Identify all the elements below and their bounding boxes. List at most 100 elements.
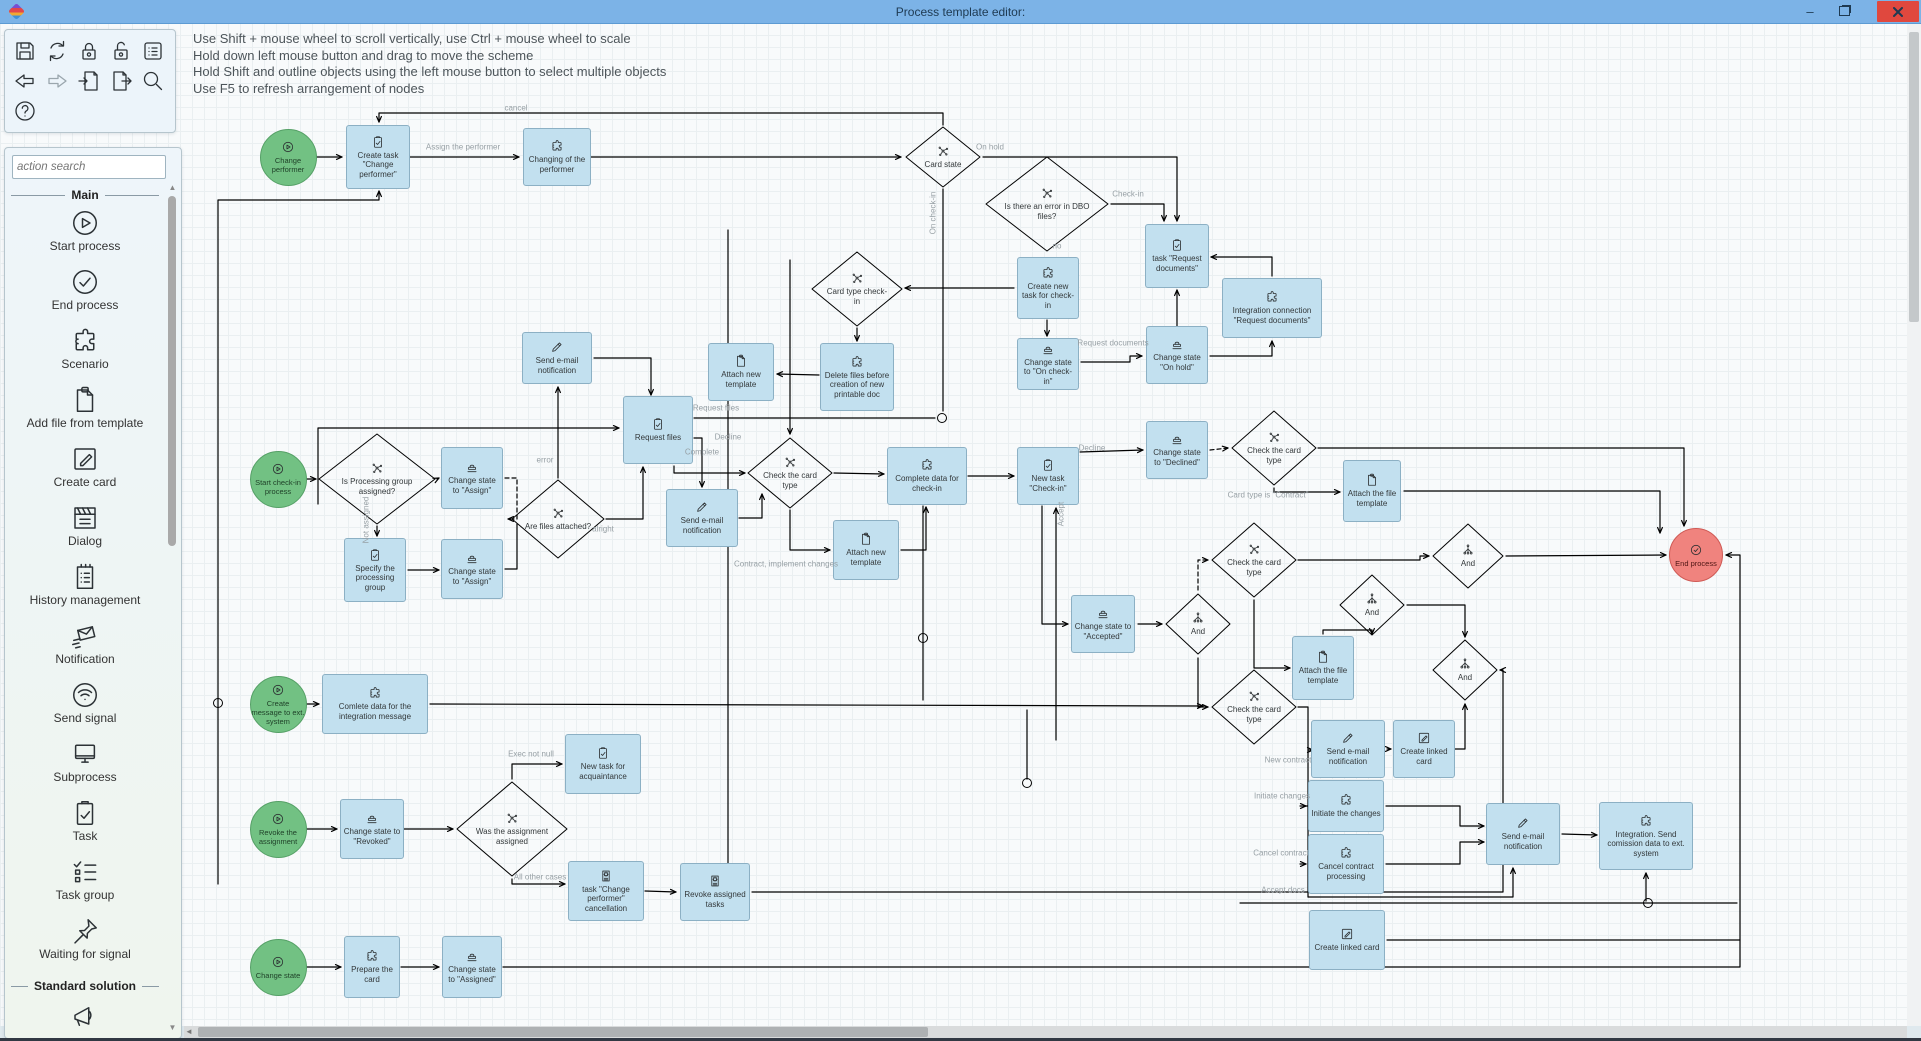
flow-node-n13[interactable]: task "Request documents"	[1145, 224, 1209, 288]
close-button[interactable]	[1877, 1, 1919, 22]
horizontal-scrollbar[interactable]: ◄	[184, 1026, 1907, 1038]
flow-node-n11[interactable]: Create new task for check-in	[1017, 257, 1079, 319]
flow-node-n23[interactable]: Cancel contract processing	[1308, 834, 1384, 894]
flow-node-d12[interactable]: Check the card type	[1211, 669, 1297, 745]
unlock-button[interactable]	[105, 36, 137, 66]
flow-node-n30[interactable]: task "Change performer" cancellation	[568, 861, 644, 921]
sidebar-item-task[interactable]: Task	[9, 798, 161, 857]
flow-node-n1[interactable]: Create task "Change performer"	[346, 125, 410, 189]
flow-node-n31[interactable]: Revoke assigned tasks	[680, 863, 750, 921]
sidebar-item-waiting-for-signal[interactable]: Waiting for signal	[9, 916, 161, 975]
flow-node-start-checkin[interactable]: Start check-in process	[249, 450, 307, 508]
flow-node-n17[interactable]: Attach the file template	[1343, 460, 1401, 522]
flow-node-n28[interactable]: New task for acquaintance	[565, 734, 641, 794]
horizontal-scroll-thumb[interactable]	[198, 1027, 928, 1037]
flow-node-n2[interactable]: Changing of the performer	[523, 128, 591, 186]
flow-node-d1[interactable]: Card state	[905, 126, 981, 188]
flow-node-n19[interactable]: Attach the file template	[1292, 636, 1354, 700]
sidebar-item-partial[interactable]	[9, 999, 161, 1038]
flow-node-n12[interactable]: Change state to "On check-in"	[1017, 338, 1079, 390]
flow-node-start-create-message[interactable]: Create message to ext. system	[249, 675, 307, 733]
action-search-input[interactable]	[13, 161, 177, 173]
flow-node-n33[interactable]: Change state to "Assigned"	[442, 936, 502, 998]
flow-node-n22[interactable]: Initiate the changes	[1308, 780, 1384, 832]
clip-file-icon	[1319, 651, 1327, 664]
flow-node-n25[interactable]: Integration. Send comission data to ext.…	[1599, 802, 1693, 870]
flow-node-n18[interactable]: Change state to "Accepted"	[1071, 595, 1135, 653]
flow-node-n14[interactable]: Integration connection "Request document…	[1222, 278, 1322, 338]
vertical-scrollbar[interactable]	[1907, 24, 1921, 1026]
flow-node-n26[interactable]: Create linked card	[1309, 910, 1385, 970]
flow-node-n20[interactable]: Send e-mail notification	[1311, 720, 1385, 778]
import-page-button[interactable]	[73, 66, 105, 96]
sidebar-section-header[interactable]: Main	[11, 188, 159, 202]
flow-node-n24[interactable]: Send e-mail notification	[1486, 803, 1560, 865]
flow-node-start-revoke[interactable]: Revoke the assignment	[249, 800, 307, 858]
puzzle-icon	[922, 459, 932, 470]
sidebar-item-notification[interactable]: Notification	[9, 621, 161, 680]
help-button[interactable]	[9, 96, 41, 126]
flow-node-n36[interactable]: Change state to "Assign"	[441, 447, 503, 509]
sidebar-item-create-card[interactable]: Create card	[9, 444, 161, 503]
action-search-box[interactable]	[12, 155, 177, 179]
flow-node-d3[interactable]: Card type check-in	[811, 251, 903, 327]
flow-node-n3[interactable]: Send e-mail notification	[522, 332, 592, 384]
flow-node-n7[interactable]: Send e-mail notification	[666, 489, 738, 547]
flow-node-d5[interactable]: Are files attached?	[511, 479, 605, 559]
flow-node-n15[interactable]: Change state "On hold"	[1146, 326, 1208, 384]
flow-node-d13[interactable]: And	[1432, 639, 1498, 701]
sidebar-item-subprocess[interactable]: Subprocess	[9, 739, 161, 798]
flow-node-d8[interactable]: Check the card type	[1211, 522, 1297, 598]
flow-node-d11[interactable]: And	[1339, 574, 1405, 636]
flow-node-n35[interactable]: Change state to "Assign"	[441, 539, 503, 599]
sidebar-section-header[interactable]: Standard solution	[11, 979, 159, 993]
flow-node-n21[interactable]: Create linked card	[1393, 720, 1455, 778]
sidebar-item-add-file-from-template[interactable]: Add file from template	[9, 385, 161, 444]
scroll-left-icon[interactable]: ◄	[185, 1027, 193, 1036]
sidebar-item-start-process[interactable]: Start process	[9, 208, 161, 267]
flow-node-n4[interactable]: Attach new template	[708, 343, 774, 401]
sidebar-scroll-thumb[interactable]	[168, 196, 176, 546]
minimize-button[interactable]: –	[1806, 3, 1814, 19]
forward-button[interactable]	[41, 66, 73, 96]
scroll-up-icon[interactable]: ▲	[168, 183, 177, 192]
properties-button[interactable]	[137, 36, 169, 66]
back-button[interactable]	[9, 66, 41, 96]
sidebar-item-dialog[interactable]: Dialog	[9, 503, 161, 562]
zoom-button[interactable]	[137, 66, 169, 96]
flow-node-d10[interactable]: And	[1165, 593, 1231, 655]
flow-node-start-change-performer[interactable]: Change performer	[259, 128, 317, 186]
sidebar-item-task-group[interactable]: Task group	[9, 857, 161, 916]
sidebar-item-send-signal[interactable]: Send signal	[9, 680, 161, 739]
flow-node-d6[interactable]: Check the card type	[747, 437, 833, 509]
sidebar-item-history-management[interactable]: History management	[9, 562, 161, 621]
refresh-button[interactable]	[41, 36, 73, 66]
flow-node-n27[interactable]: Comlete data for the integration message	[322, 674, 428, 734]
flow-node-n9[interactable]: Complete data for check-in	[887, 447, 967, 505]
sidebar-item-scenario[interactable]: Scenario	[9, 326, 161, 385]
scroll-down-icon[interactable]: ▼	[168, 1023, 177, 1032]
flow-node-n29[interactable]: Change state to "Revoked"	[340, 799, 404, 859]
vertical-scroll-thumb[interactable]	[1909, 32, 1919, 322]
flow-node-n6[interactable]: Request files	[623, 396, 693, 464]
flow-node-d2[interactable]: Is there an error in DBO files?	[985, 156, 1109, 252]
flow-node-n32[interactable]: Prepare the card	[344, 936, 400, 998]
flow-node-n8[interactable]: Attach new template	[833, 520, 899, 580]
export-page-button[interactable]	[105, 66, 137, 96]
sidebar-item-end-process[interactable]: End process	[9, 267, 161, 326]
flow-node-start-change-state[interactable]: Change state	[249, 938, 307, 996]
flow-node-end-process[interactable]: End process	[1669, 528, 1723, 582]
flow-node-d14[interactable]: Was the assignment assigned	[456, 781, 568, 877]
flow-node-n16[interactable]: Change state to "Declined"	[1146, 421, 1208, 479]
flow-node-n5[interactable]: Delete files before creation of new prin…	[820, 343, 894, 411]
sidebar-scrollbar[interactable]: ▲ ▼	[166, 182, 179, 1034]
flow-node-d4[interactable]: Is Processing group assigned?	[318, 433, 436, 525]
save-button[interactable]	[9, 36, 41, 66]
flow-node-n34[interactable]: Specify the processing group	[344, 538, 406, 602]
flow-node-n10[interactable]: New task "Check-in"	[1017, 447, 1079, 505]
flow-node-d9[interactable]: And	[1432, 523, 1504, 589]
maximize-button[interactable]	[1829, 0, 1859, 22]
flow-node-d7[interactable]: Check the card type	[1231, 410, 1317, 486]
lock-button[interactable]	[73, 36, 105, 66]
doc-gear-icon	[711, 876, 719, 887]
